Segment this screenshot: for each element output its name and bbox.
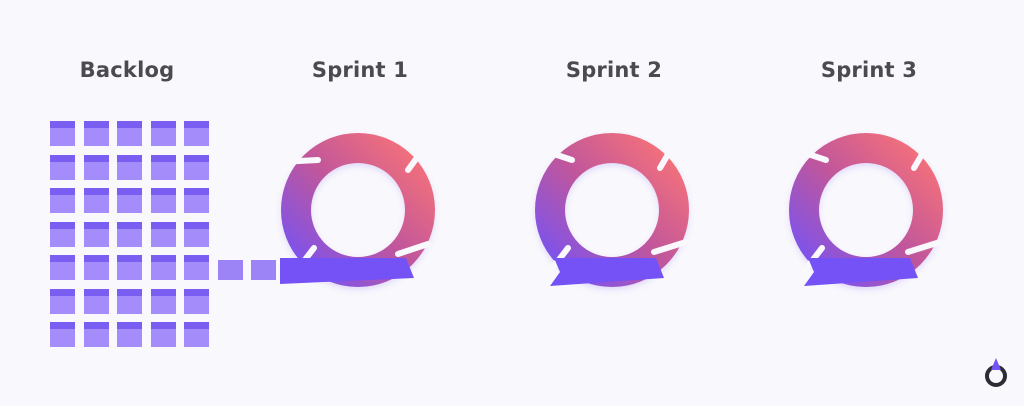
cycle-1-tail	[280, 258, 414, 284]
cycle-1-divider	[405, 145, 427, 173]
backlog-item	[150, 255, 176, 280]
backlog-item	[184, 121, 209, 146]
backlog-item	[117, 288, 142, 314]
backlog-item	[117, 121, 142, 146]
backlog-item	[184, 288, 209, 314]
backlog-item	[83, 121, 109, 146]
sprint-3-cycle	[789, 133, 943, 287]
backlog-item	[50, 221, 75, 247]
backlog-heading: Backlog	[79, 58, 175, 82]
sprint-1-cycle	[277, 133, 435, 287]
backlog-item-in-transit	[251, 260, 276, 280]
cycle-3-divider	[911, 141, 931, 171]
backlog-item	[83, 221, 109, 247]
backlog-item	[184, 221, 209, 247]
sprint-1-heading: Sprint 1	[311, 58, 409, 82]
backlog-item	[150, 121, 176, 146]
sprint-3-heading: Sprint 3	[820, 58, 918, 82]
backlog-item	[83, 322, 109, 347]
backlog-item	[150, 322, 176, 347]
backlog-item	[50, 288, 75, 314]
sprint-2-heading: Sprint 2	[565, 58, 663, 82]
backlog-item	[83, 288, 109, 314]
backlog-item	[83, 255, 109, 280]
backlog-item	[150, 221, 176, 247]
backlog-item	[150, 154, 176, 180]
brand-logo-icon	[985, 358, 1007, 387]
cycle-2-divider	[651, 239, 689, 255]
cycle-3-tail	[804, 258, 918, 286]
backlog-item	[184, 322, 209, 347]
backlog-item	[184, 255, 209, 280]
backlog-item	[50, 188, 75, 213]
backlog-item	[117, 322, 142, 347]
sprint-2-cycle	[535, 133, 689, 287]
backlog-item	[150, 288, 176, 314]
backlog-item	[50, 154, 75, 180]
backlog-item	[50, 121, 75, 146]
cycle-2-divider	[539, 147, 575, 163]
backlog-item	[184, 154, 209, 180]
backlog-item-in-transit	[217, 260, 243, 280]
backlog-item	[117, 255, 142, 280]
backlog-item	[117, 154, 142, 180]
cycle-1-divider	[395, 241, 431, 257]
backlog-item	[184, 188, 209, 213]
backlog-item	[50, 322, 75, 347]
backlog-item	[117, 221, 142, 247]
cycle-2-tail	[550, 258, 664, 286]
cycle-1-divider	[277, 157, 321, 165]
backlog-item	[117, 188, 142, 213]
backlog-item	[50, 255, 75, 280]
cycle-3-divider	[793, 147, 829, 163]
cycle-2-divider	[657, 141, 677, 171]
backlog-item	[83, 154, 109, 180]
backlog-item	[150, 188, 176, 213]
cycle-3-divider	[905, 239, 943, 255]
backlog-item	[83, 188, 109, 213]
